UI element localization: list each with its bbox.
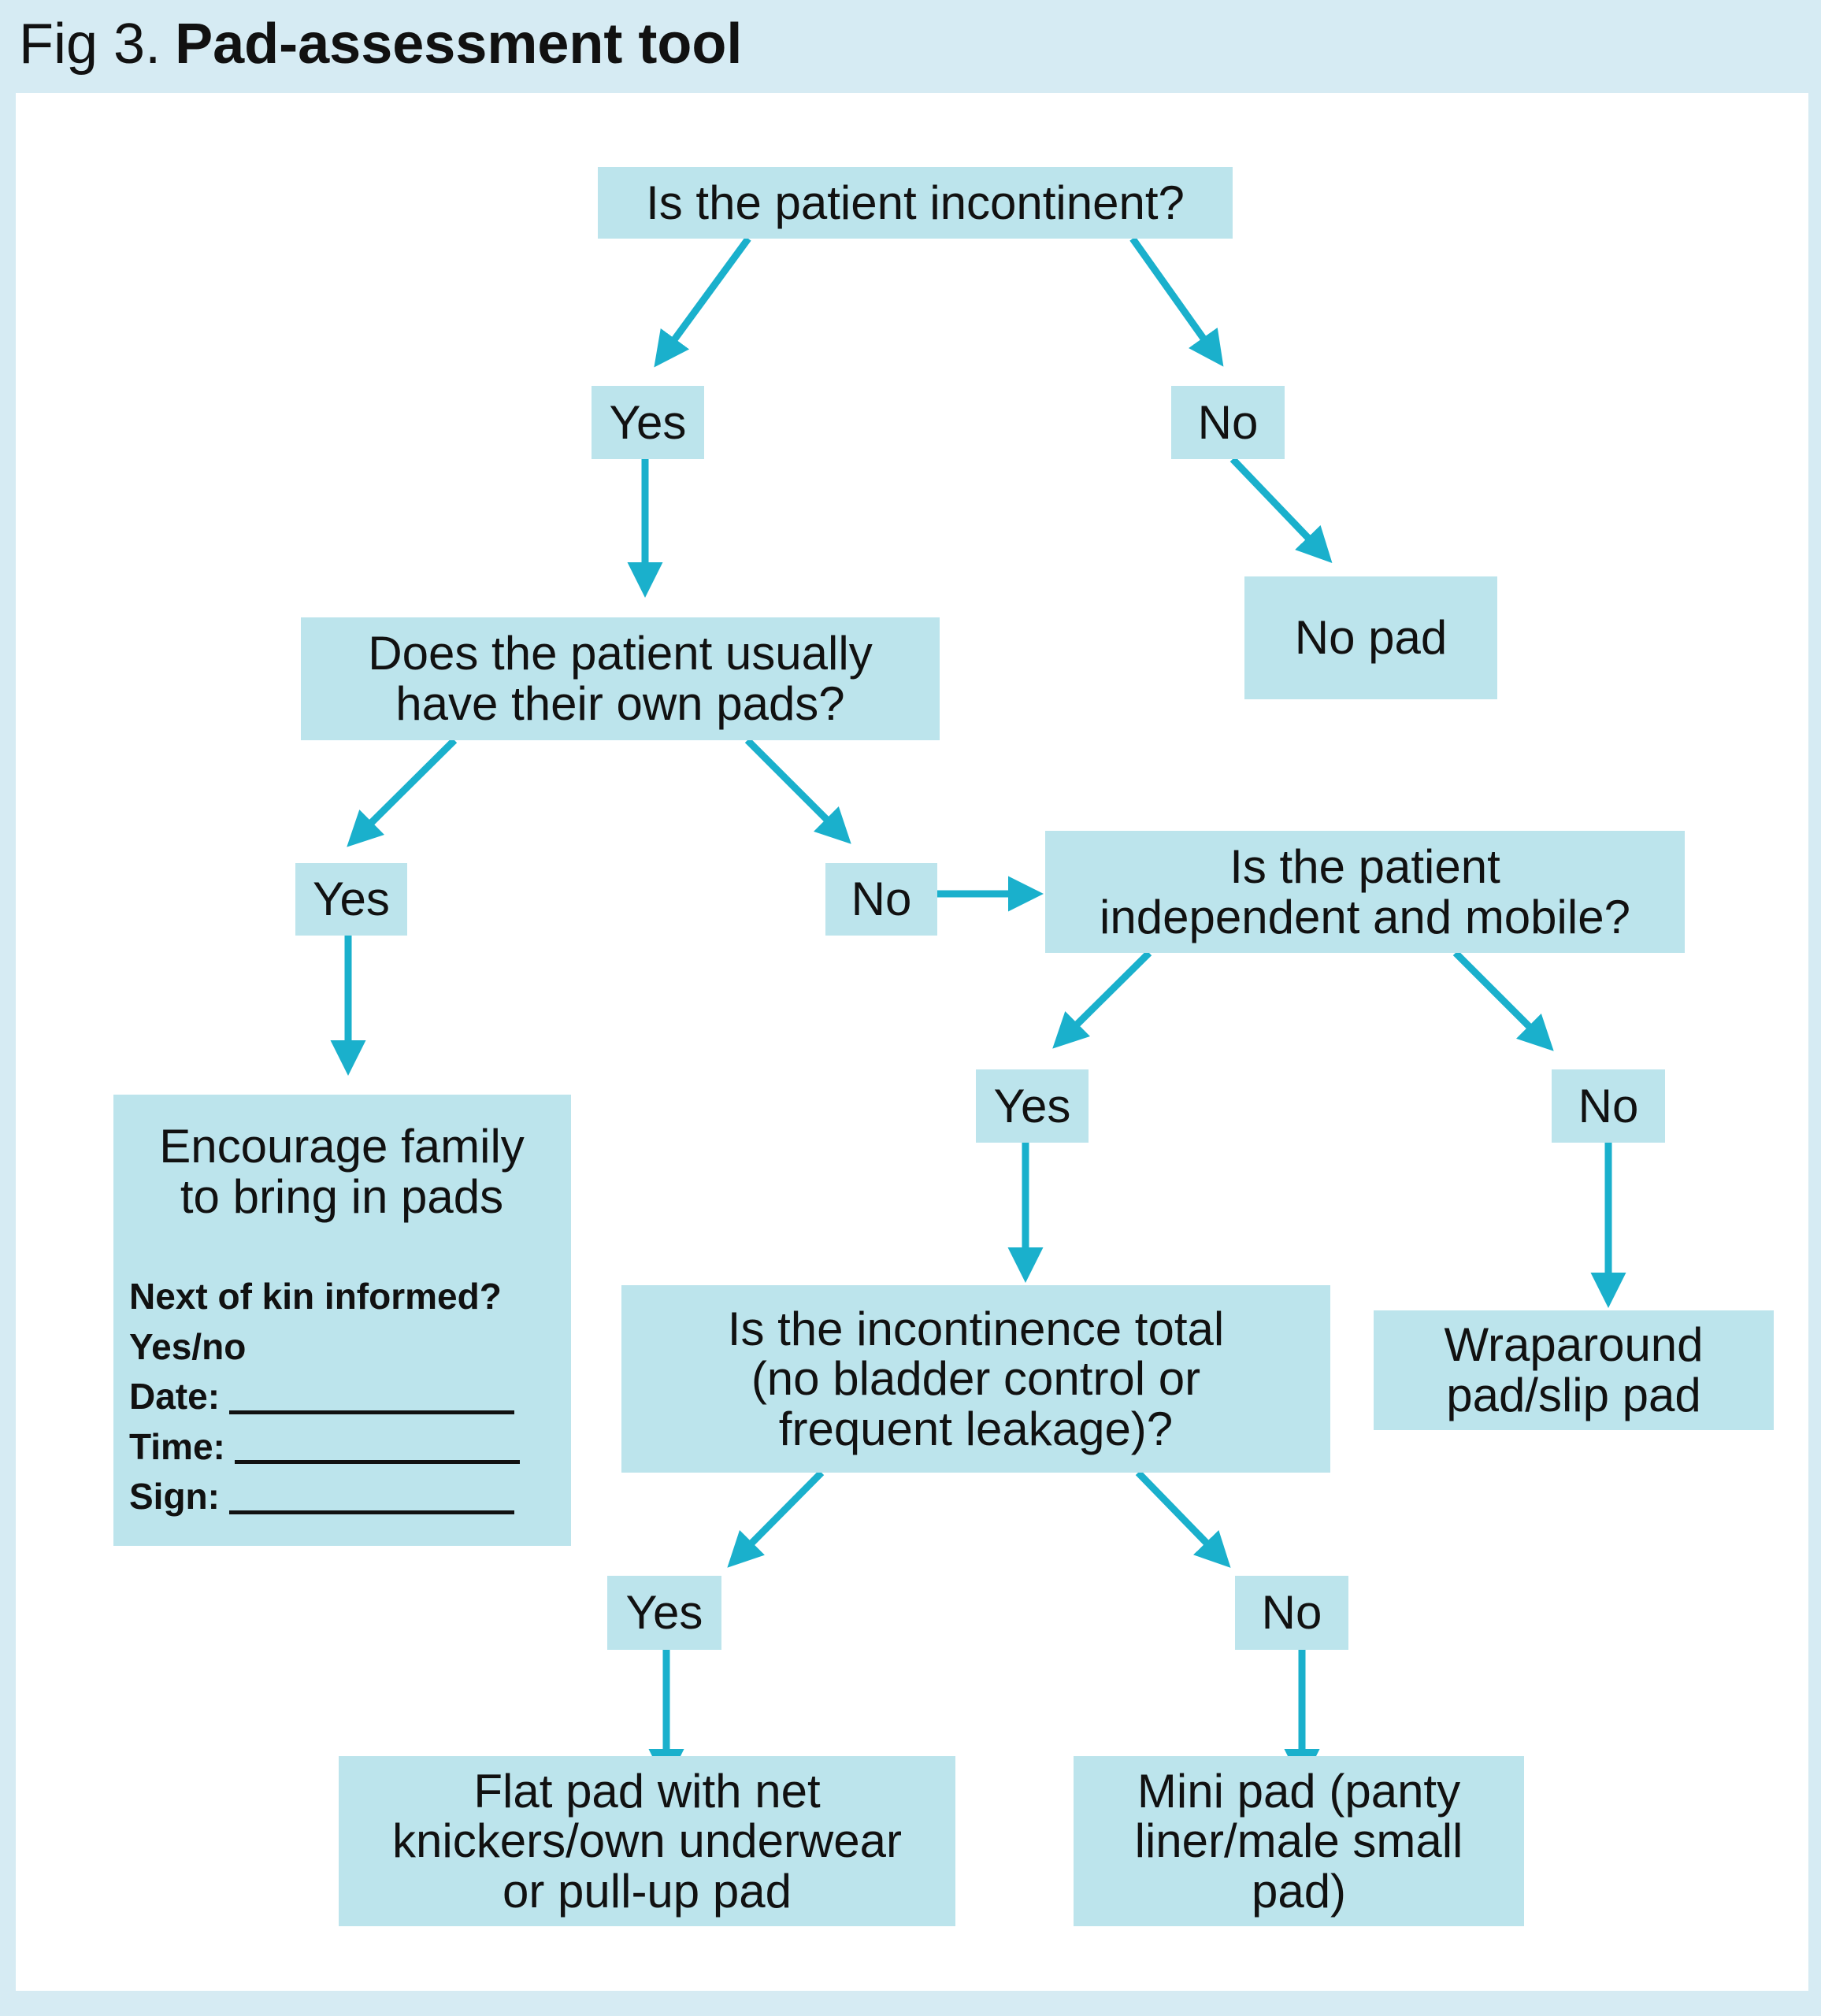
- outcome-encourage-family: Encourage family to bring in pads Next o…: [113, 1095, 571, 1546]
- answer-no-total: No: [1235, 1576, 1348, 1650]
- answer-no-own-pads: No: [825, 863, 937, 936]
- arrow-incontinent-to-yes: [654, 236, 751, 368]
- next-of-kin-form: Next of kin informed? Yes/no Date: Time:…: [129, 1272, 520, 1521]
- figure-header: Fig 3. Pad-assessment tool: [19, 0, 742, 88]
- question-independent-mobile: Is the patient independent and mobile?: [1045, 831, 1685, 953]
- outcome-mini-pad: Mini pad (panty liner/male small pad): [1074, 1756, 1524, 1926]
- answer-yes-total: Yes: [607, 1576, 721, 1650]
- arrow-total-to-no: [1135, 1469, 1231, 1568]
- time-label: Time:: [129, 1425, 225, 1467]
- encourage-family-text: Encourage family to bring in pads: [159, 1120, 525, 1223]
- arrow-incontinent-to-no: [1129, 236, 1224, 367]
- outcome-wraparound-pad: Wraparound pad/slip pad: [1374, 1310, 1774, 1430]
- arrow-total-to-yes: [727, 1469, 825, 1568]
- next-of-kin-label: Next of kin informed?: [129, 1276, 502, 1317]
- arrow-mobile-to-no: [1452, 950, 1554, 1051]
- flowchart-arrows: [330, 236, 1626, 1784]
- answer-no-incontinent: No: [1171, 386, 1285, 459]
- arrow-mobile-to-yes: [1052, 950, 1152, 1049]
- figure-number: Fig 3.: [19, 13, 161, 76]
- answer-no-mobile: No: [1552, 1069, 1665, 1143]
- answer-yes-mobile: Yes: [976, 1069, 1089, 1143]
- outcome-flat-pad: Flat pad with net knickers/own underwear…: [339, 1756, 955, 1926]
- arrow-own-pads-to-no: [744, 737, 851, 844]
- flowchart-panel: Is the patient incontinent? Yes No No pa…: [16, 93, 1808, 1991]
- sign-label: Sign:: [129, 1476, 220, 1518]
- time-blank-line: [234, 1429, 520, 1465]
- yes-no-label: Yes/no: [129, 1325, 247, 1367]
- arrow-own-pads-to-yes: [347, 737, 458, 847]
- outcome-no-pad: No pad: [1244, 576, 1497, 699]
- question-incontinence-total: Is the incontinence total (no bladder co…: [621, 1285, 1330, 1473]
- figure-title: Pad-assessment tool: [175, 13, 743, 76]
- question-own-pads: Does the patient usually have their own …: [301, 617, 940, 740]
- answer-yes-own-pads: Yes: [295, 863, 407, 936]
- date-label: Date:: [129, 1376, 221, 1418]
- sign-blank-line: [228, 1479, 514, 1514]
- arrow-no1-to-no-pad: [1229, 456, 1333, 563]
- date-blank-line: [229, 1379, 515, 1414]
- answer-yes-incontinent: Yes: [592, 386, 704, 459]
- question-incontinent: Is the patient incontinent?: [598, 167, 1233, 239]
